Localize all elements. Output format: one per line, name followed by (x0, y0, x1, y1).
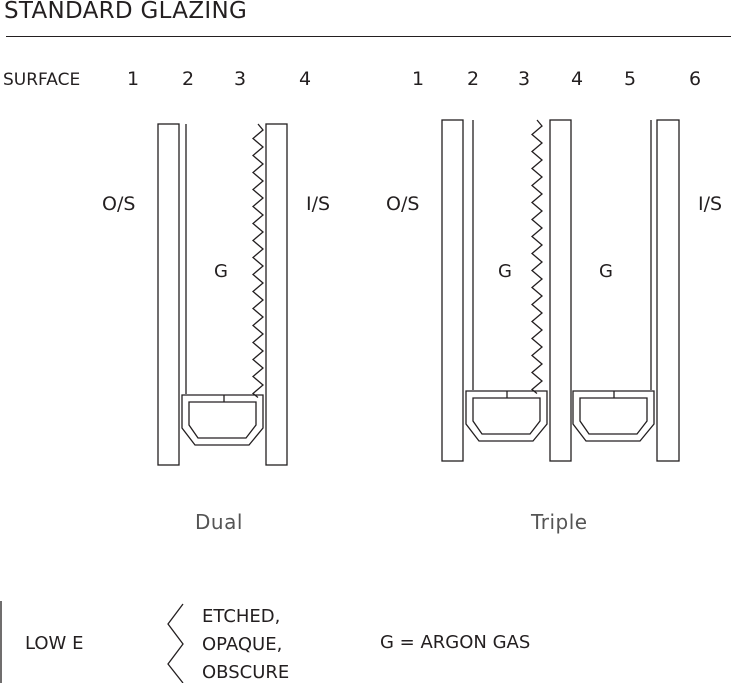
legend-low-e-label: LOW E (25, 633, 84, 654)
triple-surface-2: 2 (467, 68, 480, 90)
legend-etched-symbol (167, 603, 184, 683)
legend-etched-line-2: OPAQUE, (202, 634, 283, 655)
dual-surface-2: 2 (182, 68, 195, 90)
legend-argon-label: G = ARGON GAS (380, 632, 531, 653)
dual-glazing-unit (157, 123, 288, 466)
legend-etched-line-1: ETCHED, (202, 606, 281, 627)
triple-glazing-unit (441, 119, 680, 462)
triple-gas-label-1: G (498, 261, 512, 282)
triple-caption: Triple (531, 510, 588, 534)
dual-surface-3: 3 (234, 68, 247, 90)
triple-surface-5: 5 (624, 68, 637, 90)
triple-surface-4: 4 (571, 68, 584, 90)
triple-etched-surface (530, 119, 544, 395)
triple-surface-1: 1 (412, 68, 425, 90)
triple-spacer-1 (465, 390, 548, 442)
triple-outer-pane (441, 119, 464, 462)
dual-outer-pane (157, 123, 180, 466)
triple-middle-pane (549, 119, 572, 462)
triple-surface-3: 3 (518, 68, 531, 90)
legend-etched-line-3: OBSCURE (202, 662, 290, 683)
surface-row-label: SURFACE (3, 70, 81, 90)
dual-spacer (181, 394, 264, 446)
triple-inside-label: I/S (698, 193, 723, 215)
dual-etched-surface (251, 123, 265, 399)
title-divider (6, 36, 731, 37)
triple-outside-label: O/S (386, 193, 420, 215)
dual-outside-label: O/S (102, 193, 136, 215)
dual-surface-4: 4 (299, 68, 312, 90)
triple-surface-6: 6 (689, 68, 702, 90)
triple-spacer-2 (572, 390, 655, 442)
dual-inside-label: I/S (306, 193, 331, 215)
triple-inner-pane (656, 119, 680, 462)
dual-caption: Dual (195, 510, 243, 534)
page-title: STANDARD GLAZING (4, 0, 248, 24)
dual-surface-1: 1 (127, 68, 140, 90)
dual-inner-pane (265, 123, 288, 466)
triple-gas-label-2: G (599, 261, 613, 282)
dual-gas-label: G (214, 261, 228, 282)
